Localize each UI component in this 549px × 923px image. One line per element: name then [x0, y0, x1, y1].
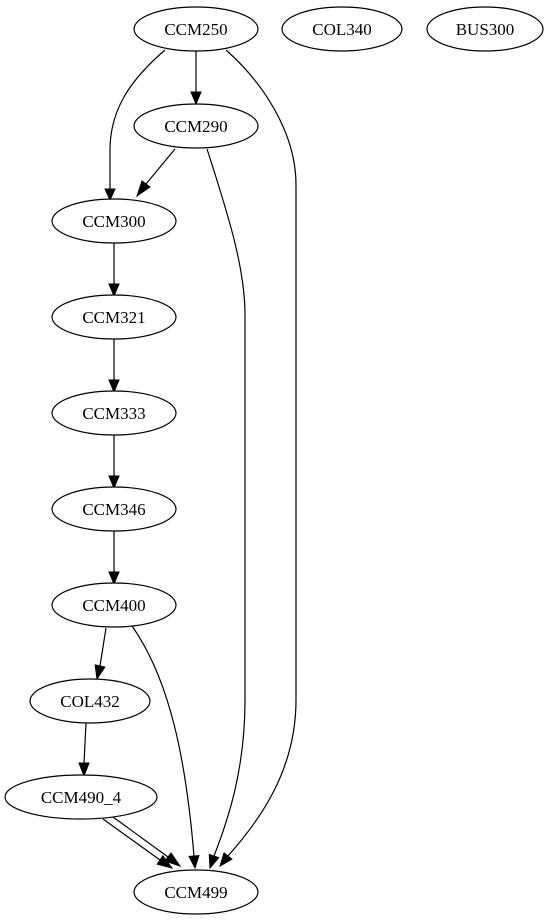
edge-col432-to-ccm490_4 [78, 722, 90, 778]
edge-ccm250-to-ccm499 [219, 49, 297, 868]
node-bus300: BUS300 [426, 6, 544, 52]
edge-ccm321-to-ccm333 [108, 339, 120, 394]
node-ccm300: CCM300 [51, 198, 177, 244]
node-label: CCM346 [82, 500, 145, 519]
node-label: CCM321 [82, 308, 145, 327]
node-ellipse [4, 774, 158, 820]
edge-layer [78, 49, 297, 870]
arrowhead-icon [78, 762, 90, 778]
node-ellipse [51, 390, 177, 436]
node-label: CCM333 [82, 404, 145, 423]
arrowhead-icon [108, 379, 120, 394]
node-ellipse [133, 103, 259, 149]
node-ccm321: CCM321 [51, 294, 177, 340]
node-ellipse [51, 294, 177, 340]
node-label: COL432 [60, 692, 120, 711]
node-ellipse [426, 6, 544, 52]
node-label: CCM400 [82, 596, 145, 615]
edge-line [109, 49, 166, 189]
edge-ccm300-to-ccm321 [108, 243, 120, 298]
edge-ccm490_4-to-ccm499 [102, 818, 174, 869]
arrowhead-icon [219, 852, 233, 868]
arrowhead-icon [208, 853, 220, 870]
edge-ccm400-to-ccm499 [131, 625, 200, 870]
arrowhead-icon [104, 188, 116, 202]
edge-ccm290-to-ccm300 [136, 148, 176, 198]
node-ccm400: CCM400 [51, 582, 177, 628]
arrowhead-icon [108, 571, 120, 586]
node-ellipse [133, 6, 259, 52]
node-ccm490_4: CCM490_4 [4, 774, 158, 820]
edge-line [131, 625, 195, 857]
edge-ccm400-to-col432 [94, 627, 107, 681]
node-layer: CCM250 COL340 BUS300CCM290CCM300CCM321CCM3… [4, 6, 544, 915]
node-ccm499: CCM499 [133, 869, 259, 915]
node-ccm290: CCM290 [133, 103, 259, 149]
edge-ccm333-to-ccm346 [108, 435, 120, 490]
arrowhead-icon [190, 91, 202, 106]
edge-ccm290-to-ccm499 [206, 148, 246, 870]
node-label: CCM290 [164, 117, 227, 136]
node-label: CCM300 [82, 212, 145, 231]
arrowhead-icon [164, 852, 182, 867]
arrowhead-icon [188, 855, 200, 870]
node-label: COL340 [312, 20, 372, 39]
arrowhead-icon [136, 180, 151, 198]
edge-line [83, 722, 87, 764]
node-label: CCM250 [164, 20, 227, 39]
arrowhead-icon [94, 664, 106, 681]
edge-line [112, 816, 169, 858]
node-ellipse [133, 869, 259, 915]
node-label: BUS300 [456, 20, 515, 39]
node-col432: COL432 [29, 678, 151, 724]
edge-line [99, 627, 107, 667]
edge-line [206, 148, 246, 857]
node-ellipse [281, 6, 403, 52]
arrowhead-icon [108, 475, 120, 490]
node-label: CCM499 [164, 883, 227, 902]
arrowhead-icon [108, 283, 120, 298]
edge-ccm250-to-ccm300 [104, 49, 166, 202]
node-ccm250: CCM250 [133, 6, 259, 52]
node-ccm346: CCM346 [51, 486, 177, 532]
node-ellipse [51, 486, 177, 532]
node-ellipse [29, 678, 151, 724]
edge-ccm250-to-ccm290 [190, 51, 202, 106]
edge-line [102, 818, 161, 861]
node-ellipse [51, 582, 177, 628]
edge-line [225, 49, 297, 857]
node-col340: COL340 [281, 6, 403, 52]
node-ellipse [51, 198, 177, 244]
edge-line [145, 148, 176, 185]
node-label: CCM490_4 [41, 788, 122, 807]
edge-ccm490_4-to-ccm499 [112, 816, 182, 867]
edge-ccm346-to-ccm400 [108, 531, 120, 586]
node-ccm333: CCM333 [51, 390, 177, 436]
